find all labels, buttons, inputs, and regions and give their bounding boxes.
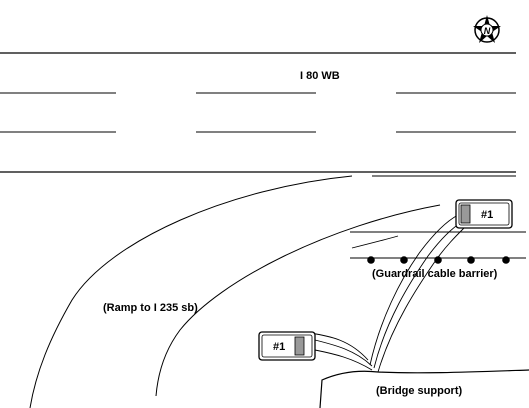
ramp-inner-edge xyxy=(155,204,441,397)
bridge-support-label: (Bridge support) xyxy=(376,385,462,397)
vehicle-path-tracks xyxy=(309,214,465,373)
highway-name-label: I 80 WB xyxy=(300,70,340,82)
guardrail-post xyxy=(434,256,442,264)
guardrail-post xyxy=(467,256,475,264)
bridge-support-outline xyxy=(319,369,529,408)
guardrail-label: (Guardrail cable barrier) xyxy=(372,268,498,280)
guardrail-post xyxy=(400,256,408,264)
vehicle-1-final: #1 xyxy=(455,199,513,229)
ramp-label: (Ramp to I 235 sb) xyxy=(103,302,198,314)
guardrail-post xyxy=(502,256,510,264)
compass-letter: N xyxy=(484,26,491,36)
vehicle-windshield xyxy=(460,204,471,224)
ramp-outer-edge xyxy=(29,175,353,408)
vehicle-1-initial: #1 xyxy=(258,331,316,361)
vehicle-1-label: #1 xyxy=(273,341,285,353)
vehicle-1-label: #1 xyxy=(481,209,493,221)
north-arrow-compass-icon: N xyxy=(473,15,501,43)
vehicle-windshield xyxy=(294,336,305,356)
guardrail-cable-barrier xyxy=(350,231,526,264)
guardrail-post xyxy=(367,256,375,264)
